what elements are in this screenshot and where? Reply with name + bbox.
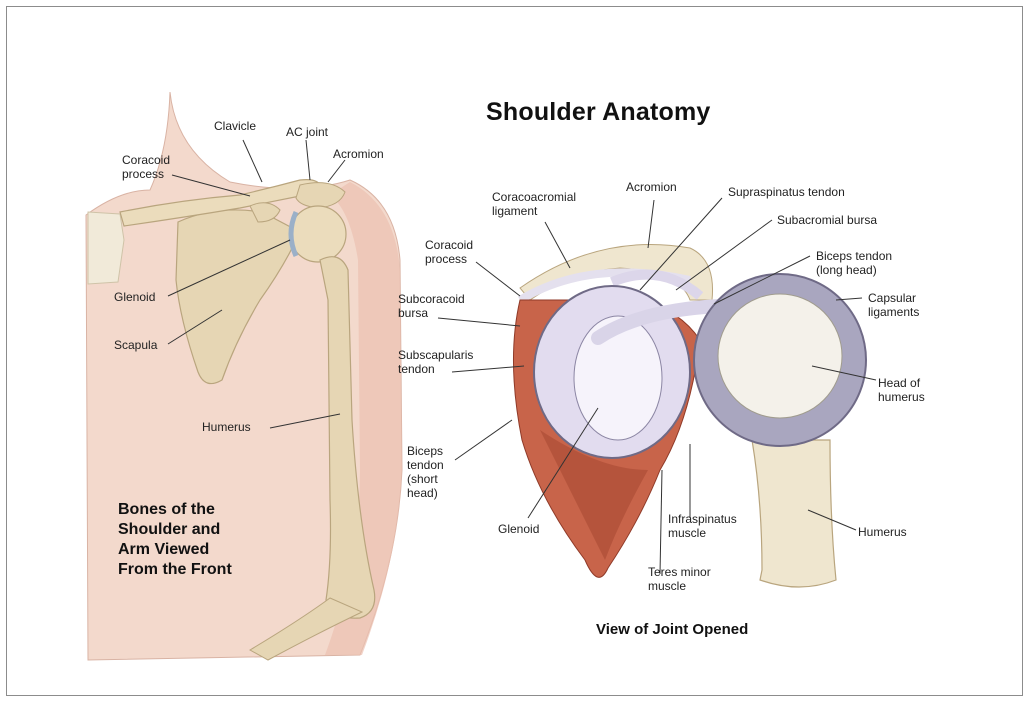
label-coracoacromial: Coracoacromial ligament — [492, 190, 576, 218]
label-teres-minor: Teres minor muscle — [648, 565, 711, 593]
label-glenoid-left: Glenoid — [114, 290, 155, 304]
label-ac-joint: AC joint — [286, 125, 328, 139]
label-scapula: Scapula — [114, 338, 157, 352]
label-supraspinatus: Supraspinatus tendon — [728, 185, 845, 199]
neck-bone-stub — [88, 212, 124, 284]
label-acromion-left: Acromion — [333, 147, 384, 161]
label-capsular: Capsular ligaments — [868, 291, 919, 319]
label-humerus-left: Humerus — [202, 420, 251, 434]
humerus-right-shaft — [752, 440, 836, 587]
humeral-head — [290, 206, 346, 262]
label-coracoid-left: Coracoid process — [122, 153, 170, 181]
label-subcoracoid: Subcoracoid bursa — [398, 292, 465, 320]
label-biceps-short: Biceps tendon (short head) — [407, 444, 444, 500]
page-title: Shoulder Anatomy — [486, 98, 711, 127]
label-biceps-long: Biceps tendon (long head) — [816, 249, 892, 277]
humeral-head-right — [718, 294, 842, 418]
label-coracoid-right: Coracoid process — [425, 238, 473, 266]
label-subscapularis: Subscapularis tendon — [398, 348, 473, 376]
left-caption: Bones of the Shoulder and Arm Viewed Fro… — [118, 500, 232, 580]
label-subacromial: Subacromial bursa — [777, 213, 877, 227]
label-head-humerus: Head of humerus — [878, 376, 925, 404]
label-infraspinatus: Infraspinatus muscle — [668, 512, 737, 540]
label-humerus-right: Humerus — [858, 525, 907, 539]
right-caption: View of Joint Opened — [596, 621, 748, 638]
label-glenoid-right: Glenoid — [498, 522, 539, 536]
label-clavicle: Clavicle — [214, 119, 256, 133]
label-acromion-right: Acromion — [626, 180, 677, 194]
